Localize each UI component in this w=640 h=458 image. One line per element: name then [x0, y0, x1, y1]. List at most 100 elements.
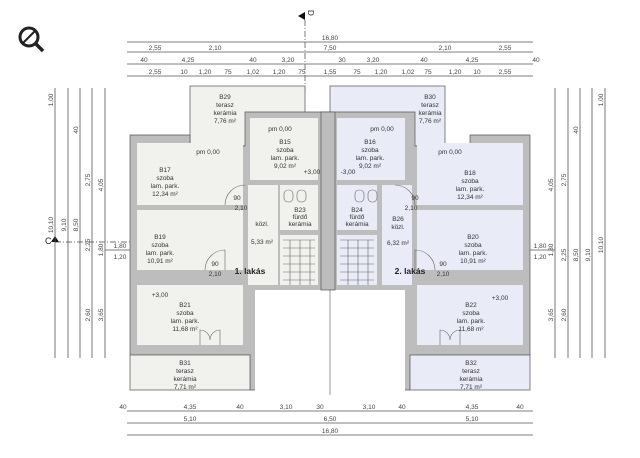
plan-label: 1,80	[98, 243, 105, 256]
plan-label: 4,05	[98, 178, 105, 191]
plan-label: kerámia	[345, 221, 369, 228]
plan-label: 40	[249, 57, 257, 64]
plan-label: közl.	[255, 221, 269, 228]
plan-label: 40	[140, 57, 148, 64]
stairs-2	[337, 235, 377, 285]
plan-label: 9,10	[61, 218, 68, 231]
plan-label: 2,10	[437, 271, 450, 278]
plan-label: 3,10	[280, 404, 293, 411]
plan-label: 4,25	[182, 57, 195, 64]
terrace-b31	[129, 354, 251, 391]
plan-label: 40	[236, 404, 244, 411]
plan-label: B31	[179, 360, 191, 367]
plan-label: lam. park.	[356, 155, 385, 162]
room-b16	[337, 118, 405, 180]
plan-label: 1,20	[375, 69, 388, 76]
plan-label: 7,76 m²	[419, 118, 442, 125]
plan-label: 40	[420, 57, 428, 64]
room-b26	[382, 185, 412, 285]
plan-label: lam. park.	[456, 186, 485, 193]
plan-label: 90	[439, 261, 447, 268]
plan-label: 7,50	[324, 45, 337, 52]
plan-label: 6,50	[324, 416, 337, 423]
plan-label: +3,00	[492, 295, 509, 302]
plan-label: 40	[73, 126, 80, 134]
plan-label: lam. park.	[171, 318, 200, 325]
room-b17	[137, 143, 243, 205]
zoom-icon[interactable]	[14, 22, 54, 62]
plan-label: 16,80	[322, 35, 339, 42]
room-b19	[137, 210, 243, 270]
plan-label: kerámia	[173, 376, 197, 383]
plan-label: 1,80	[114, 243, 127, 250]
plan-label: szoba	[361, 147, 379, 154]
plan-label: B17	[159, 167, 171, 174]
plan-label: 75	[424, 69, 432, 76]
bottom-dimensions: 40 4,35 40 3,10 30 3,10 40 4,35 40 5,10 …	[119, 404, 533, 436]
plan-label: B23	[294, 207, 306, 214]
plan-label: 4,05	[548, 178, 555, 191]
plan-label: 1,80	[534, 243, 547, 250]
plan-label: 7,71 m²	[460, 384, 483, 391]
plan-label: 40	[516, 404, 524, 411]
plan-label: B26	[392, 216, 404, 223]
plan-label: terasz	[421, 102, 439, 109]
plan-label: pm 0,00	[370, 126, 394, 133]
plan-label: lam. park.	[459, 250, 488, 257]
room-b18	[417, 143, 523, 205]
plan-label: 2,10	[209, 45, 222, 52]
plan-label: 10,91 m²	[147, 258, 173, 265]
plan-label: 10	[473, 69, 481, 76]
axis-label-c: C	[45, 236, 52, 246]
plan-label: 2,60	[561, 308, 568, 321]
plan-label: kerámia	[418, 110, 442, 117]
plan-label: 16,80	[322, 428, 339, 435]
plan-label: 2,75	[561, 173, 568, 186]
plan-label: 7,76 m²	[214, 118, 237, 125]
plan-label: B30	[424, 94, 436, 101]
plan-label: 5,33 m²	[251, 239, 274, 246]
plan-label: 8,50	[573, 248, 580, 261]
plan-label: 2,10	[439, 45, 452, 52]
plan-label: 1,20	[273, 69, 286, 76]
plan-label: lam. park.	[151, 183, 180, 190]
plan-label: 90	[211, 261, 219, 268]
plan-label: B16	[364, 139, 376, 146]
plan-label: lam. park.	[271, 155, 300, 162]
plan-label: szoba	[464, 242, 482, 249]
plan-label: 11,68 m²	[172, 326, 198, 333]
axis-label-d: D	[306, 10, 315, 16]
plan-label: 4,35	[466, 404, 479, 411]
plan-label: pm 0,00	[196, 149, 220, 156]
plan-label: 1,20	[449, 69, 462, 76]
room-b25	[248, 185, 278, 285]
label-b25: közl. 5,33 m²	[251, 221, 274, 246]
room-b15	[250, 118, 318, 180]
plan-label: B20	[467, 234, 479, 241]
plan-label: 75	[224, 69, 232, 76]
plan-label: B22	[465, 302, 477, 309]
plan-label: 1,20	[199, 69, 212, 76]
plan-label: B29	[219, 94, 231, 101]
plan-label: 3,20	[282, 57, 295, 64]
unit-label-2: 2. lakás	[395, 266, 426, 276]
room-b22	[417, 285, 523, 345]
plan-label: +3,00	[304, 169, 321, 176]
terrace-b32	[409, 354, 531, 391]
plan-label: 40	[573, 126, 580, 134]
plan-label: terasz	[176, 368, 194, 375]
plan-label: 1,02	[247, 69, 260, 76]
